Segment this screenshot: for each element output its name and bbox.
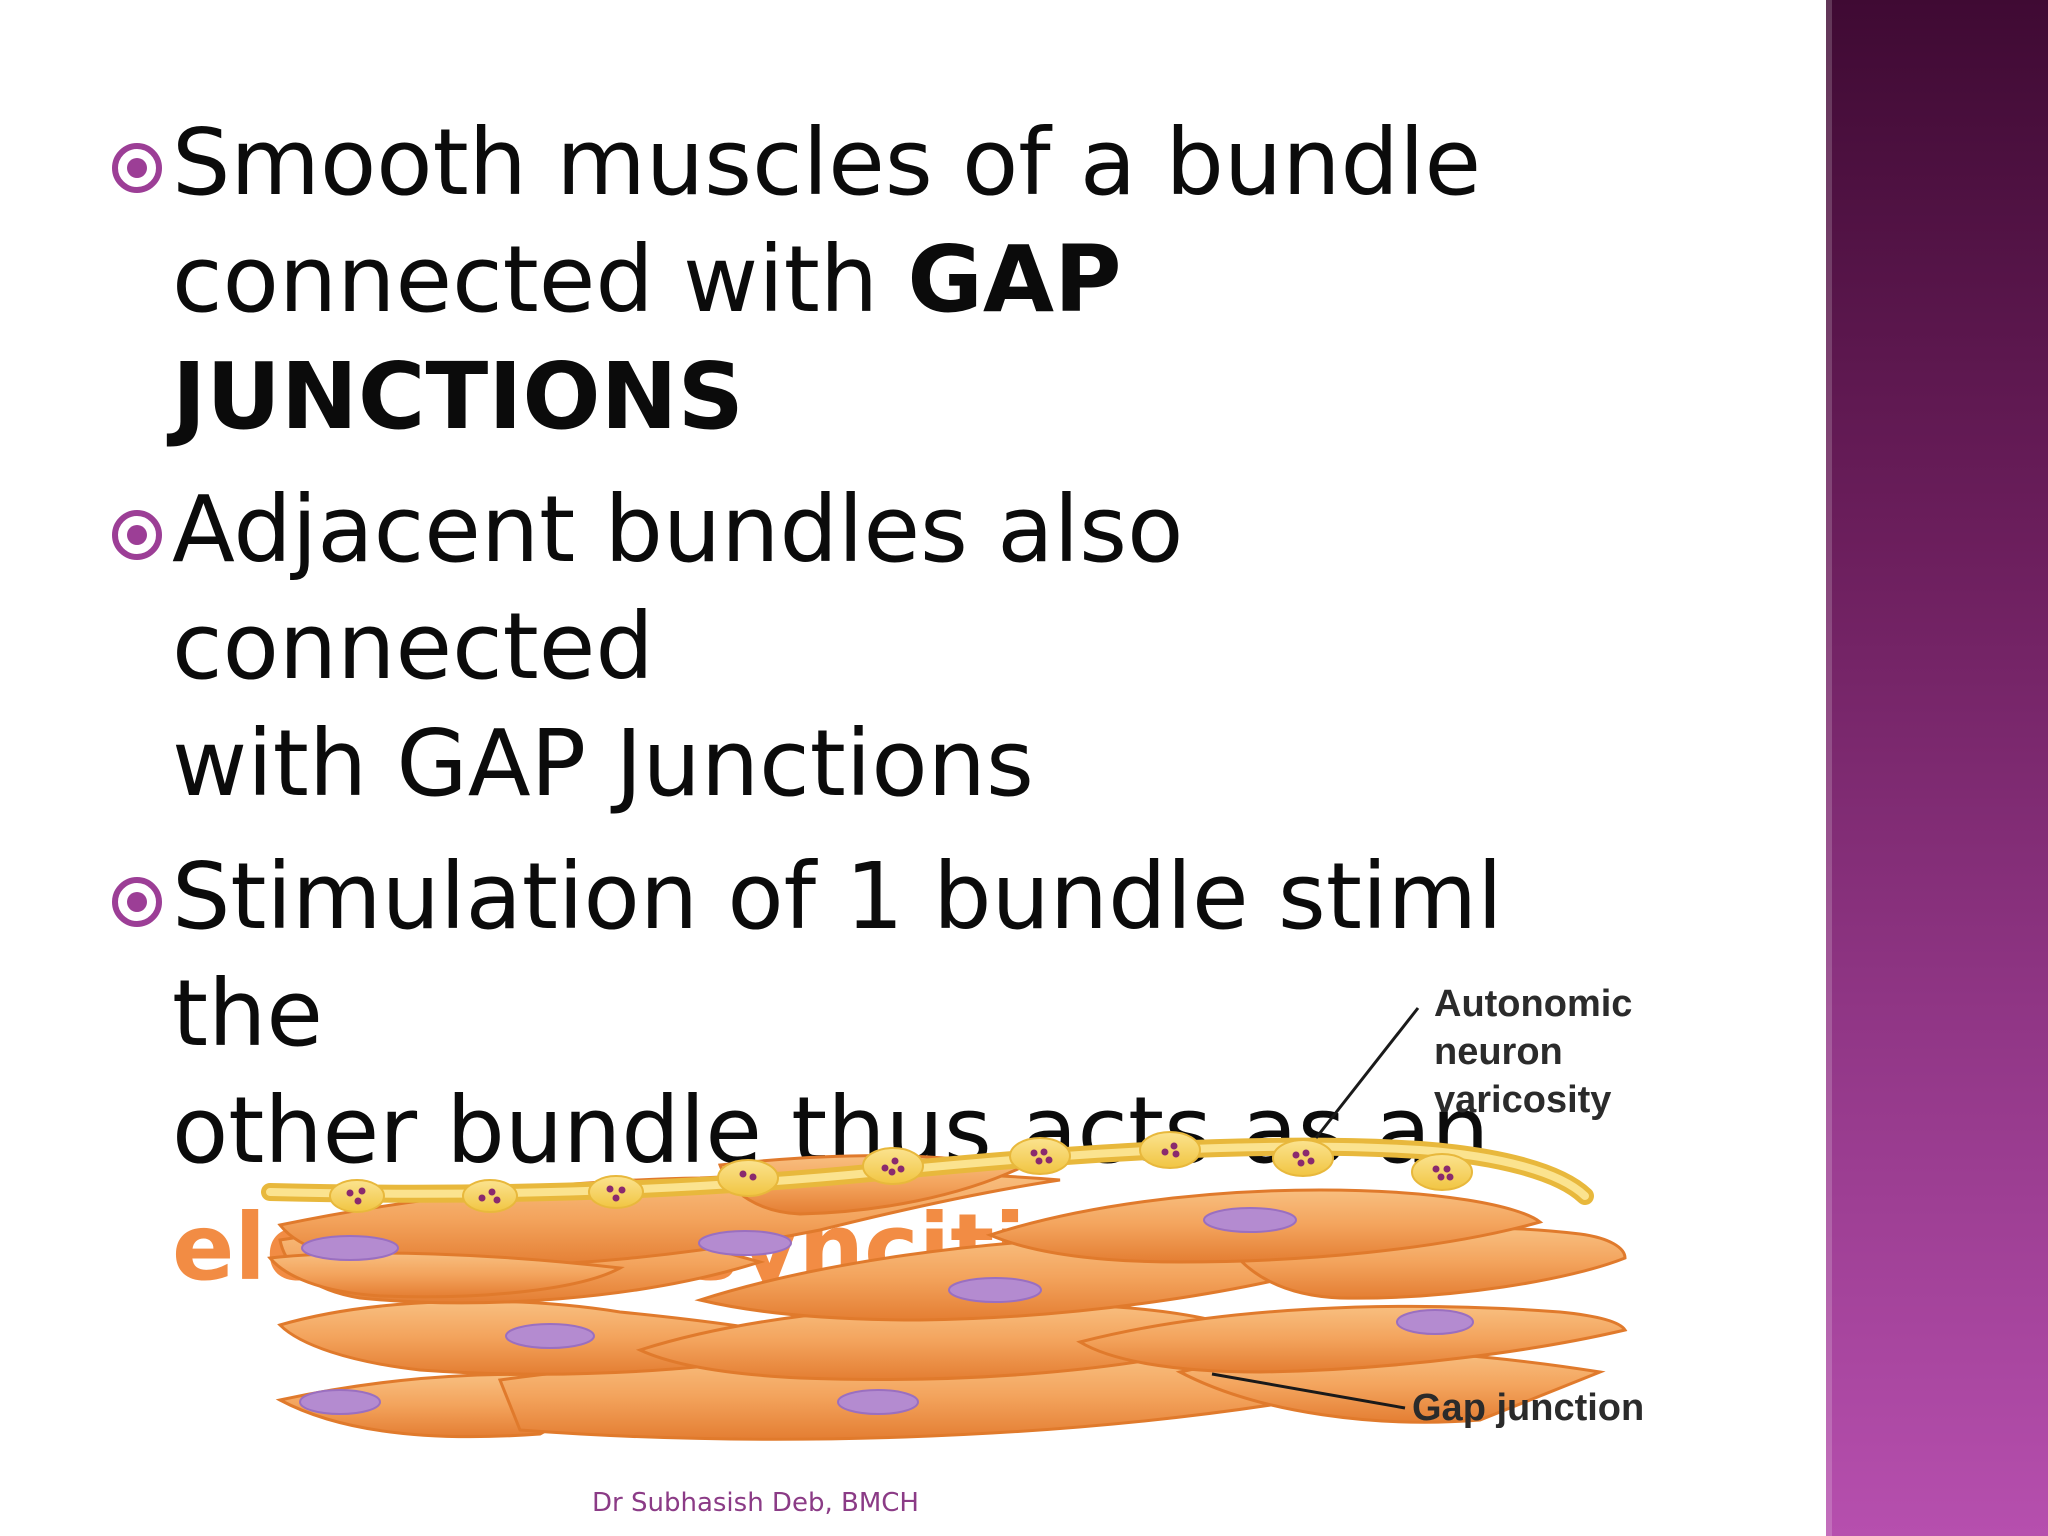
nucleus — [1203, 1207, 1297, 1233]
emphasis-text: GAP JUNCTIONS — [172, 226, 1122, 450]
label-gap-junction: Gap junction — [1412, 1387, 1645, 1429]
bullet-text-line: Stimulation of 1 bundle stiml the — [172, 843, 1503, 1067]
bullet-item: Smooth muscles of a bundle connected wit… — [112, 104, 1672, 455]
nucleus — [698, 1230, 792, 1256]
bullet-circle-icon — [112, 143, 162, 193]
leader-line-varicosity — [1314, 1007, 1420, 1139]
decorative-side-band — [1826, 0, 2048, 1536]
bullet-text-line: with GAP Junctions — [172, 710, 1034, 817]
bullet-text-line: Adjacent bundles also connected — [172, 476, 1184, 700]
nucleus — [1396, 1309, 1474, 1335]
bullet-item: Adjacent bundles also connected with GAP… — [112, 471, 1672, 822]
nucleus — [505, 1323, 595, 1349]
nucleus — [299, 1389, 381, 1415]
varicosities — [329, 1131, 1473, 1213]
leader-line-gap-junction — [1211, 1372, 1406, 1410]
nucleus — [301, 1235, 399, 1261]
bullet-circle-icon — [112, 510, 162, 560]
nucleus — [837, 1389, 919, 1415]
muscle-cell — [1076, 1304, 1628, 1374]
muscle-cell — [267, 1251, 625, 1299]
label-autonomic-neuron-varicosity: Autonomic neuron varicosity — [1434, 983, 1633, 1121]
bullet-text-line: connected with GAP JUNCTIONS — [172, 226, 1122, 450]
bullet-circle-icon — [112, 877, 162, 927]
bullet-text-line: Smooth muscles of a bundle — [172, 109, 1482, 216]
nucleus — [948, 1277, 1042, 1303]
footer-credit: Dr Subhasish Deb, BMCH — [592, 1488, 919, 1518]
